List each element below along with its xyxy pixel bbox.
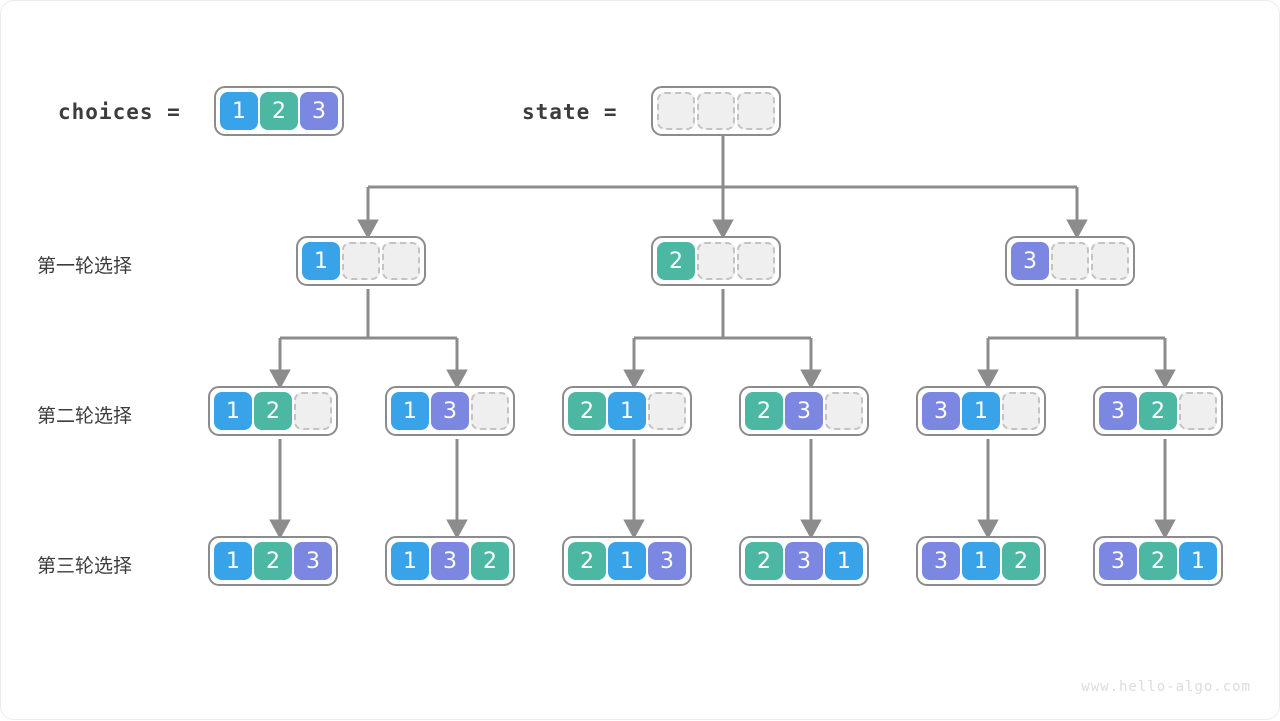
- level1-node-0-cell-0: 1: [302, 242, 340, 280]
- level3-node-1-cell-0: 1: [391, 542, 429, 580]
- state-array-root: [651, 86, 781, 136]
- row-label-round2: 第二轮选择: [37, 405, 133, 427]
- level2-node-0-cell-1: 2: [254, 392, 292, 430]
- level1-node-1-cell-1: [697, 242, 735, 280]
- level3-node-0-cell-0: 1: [214, 542, 252, 580]
- level1-node-0-cell-1: [342, 242, 380, 280]
- level3-node-0-cell-2: 3: [294, 542, 332, 580]
- level3-node-3-cell-1: 3: [785, 542, 823, 580]
- level2-node-5-cell-1: 2: [1139, 392, 1177, 430]
- level3-node-5-cell-1: 2: [1139, 542, 1177, 580]
- level1-node-1-cell-0: 2: [657, 242, 695, 280]
- level3-node-5-cell-0: 3: [1099, 542, 1137, 580]
- level1-node-1-cell-2: [737, 242, 775, 280]
- level1-node-2-cell-2: [1091, 242, 1129, 280]
- level2-node-2-cell-0: 2: [568, 392, 606, 430]
- level1-node-2-cell-0: 3: [1011, 242, 1049, 280]
- level3-node-0-cell-1: 2: [254, 542, 292, 580]
- level1-node-1: 2: [651, 236, 781, 286]
- level1-node-2: 3: [1005, 236, 1135, 286]
- level1-node-0-cell-2: [382, 242, 420, 280]
- row-label-round3: 第三轮选择: [37, 555, 133, 577]
- level3-node-3-cell-0: 2: [745, 542, 783, 580]
- state-label: state =: [522, 100, 618, 124]
- level3-node-4-cell-0: 3: [922, 542, 960, 580]
- level2-node-2-cell-2: [648, 392, 686, 430]
- level2-node-0-cell-0: 1: [214, 392, 252, 430]
- level2-node-4-cell-0: 3: [922, 392, 960, 430]
- level3-node-1-cell-1: 3: [431, 542, 469, 580]
- state-root-cell-2: [737, 92, 775, 130]
- level3-node-2-cell-0: 2: [568, 542, 606, 580]
- level1-node-2-cell-1: [1051, 242, 1089, 280]
- choices-label: choices =: [58, 100, 181, 124]
- level3-node-4-cell-2: 2: [1002, 542, 1040, 580]
- watermark: www.hello-algo.com: [1081, 679, 1251, 695]
- level2-node-1-cell-1: 3: [431, 392, 469, 430]
- level2-node-4-cell-1: 1: [962, 392, 1000, 430]
- level2-node-1-cell-0: 1: [391, 392, 429, 430]
- level2-node-1-cell-2: [471, 392, 509, 430]
- level3-node-3-cell-2: 1: [825, 542, 863, 580]
- level2-node-4-cell-2: [1002, 392, 1040, 430]
- level3-node-2-cell-1: 1: [608, 542, 646, 580]
- choices-cell-0: 1: [220, 92, 258, 130]
- row-label-round1: 第一轮选择: [37, 255, 133, 277]
- level3-node-1-cell-2: 2: [471, 542, 509, 580]
- level2-node-0-cell-2: [294, 392, 332, 430]
- state-root-cell-1: [697, 92, 735, 130]
- level2-node-3-cell-2: [825, 392, 863, 430]
- choices-cell-2: 3: [300, 92, 338, 130]
- level2-node-2-cell-1: 1: [608, 392, 646, 430]
- level2-node-3-cell-0: 2: [745, 392, 783, 430]
- level1-node-0: 1: [296, 236, 426, 286]
- level3-node-4-cell-1: 1: [962, 542, 1000, 580]
- state-root-cell-0: [657, 92, 695, 130]
- choices-cell-1: 2: [260, 92, 298, 130]
- level3-node-2-cell-2: 3: [648, 542, 686, 580]
- level2-node-5-cell-0: 3: [1099, 392, 1137, 430]
- level2-node-5-cell-2: [1179, 392, 1217, 430]
- level3-node-5-cell-2: 1: [1179, 542, 1217, 580]
- level2-node-3-cell-1: 3: [785, 392, 823, 430]
